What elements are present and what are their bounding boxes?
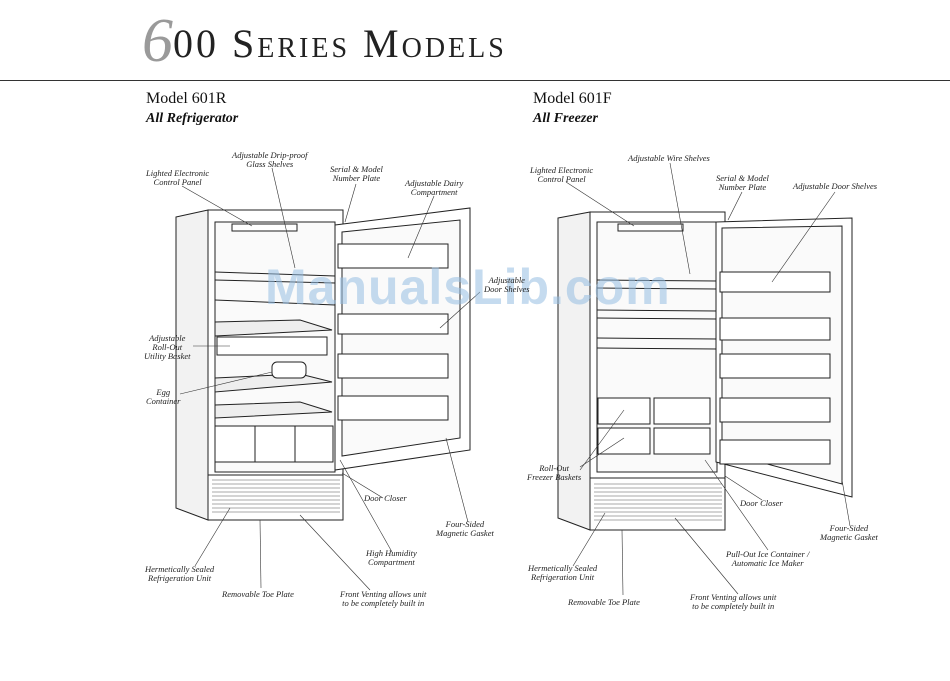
title-lead: 6 bbox=[142, 7, 173, 75]
right-model-name: Model 601F bbox=[533, 90, 612, 107]
label-door-shelves-right: Adjustable Door Shelves bbox=[793, 181, 878, 191]
freezer-601f-illustration bbox=[557, 211, 853, 531]
title-rest: 00 Series Models bbox=[173, 21, 507, 66]
label-toe-plate-right: Removable Toe Plate bbox=[568, 597, 640, 607]
leader-lines bbox=[179, 162, 851, 596]
label-door-closer-left: Door Closer bbox=[364, 493, 407, 503]
refrigerator-601r-illustration bbox=[175, 207, 471, 521]
label-wire-shelves: Adjustable Wire Shelves bbox=[628, 153, 710, 163]
page-title: 600 Series Models bbox=[142, 6, 507, 75]
label-ice-maker: Pull-Out Ice Container /Automatic Ice Ma… bbox=[726, 549, 810, 568]
watermark: ManualsLib.com bbox=[265, 259, 671, 315]
label-toe-plate-left: Removable Toe Plate bbox=[222, 589, 294, 599]
header-divider bbox=[0, 80, 950, 81]
left-model-subtitle: All Refrigerator bbox=[146, 111, 239, 126]
right-model-subtitle: All Freezer bbox=[533, 111, 598, 126]
label-door-closer-right: Door Closer bbox=[740, 498, 783, 508]
left-model-name: Model 601R bbox=[146, 90, 227, 107]
